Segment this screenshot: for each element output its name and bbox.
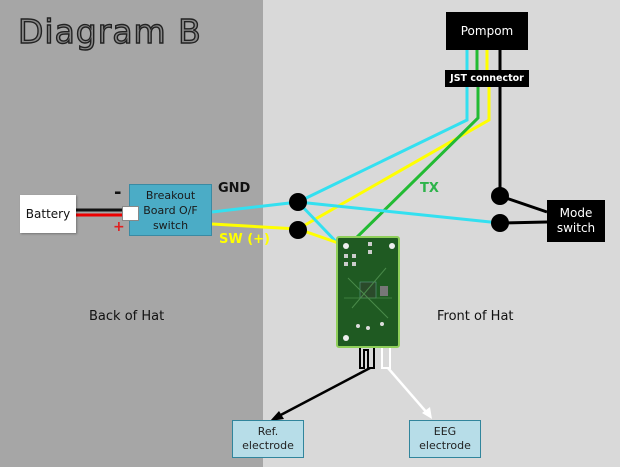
- sw-label: SW (+): [219, 232, 271, 247]
- pompom-label: Pompom: [460, 24, 514, 38]
- mode-switch-box: Mode switch: [547, 200, 605, 242]
- mode-label-line2: switch: [556, 221, 596, 235]
- junction-mode-bottom: [491, 214, 509, 232]
- jst-connector: JST connector: [445, 70, 529, 87]
- tx-label: TX: [420, 181, 439, 196]
- tx-wire: [348, 87, 480, 246]
- back-of-hat-label: Back of Hat: [89, 309, 165, 324]
- ref-arrow-line: [274, 366, 371, 420]
- breakout-label-line3: switch: [152, 218, 189, 232]
- battery-connector: [122, 206, 139, 221]
- plus-label: +: [113, 219, 125, 235]
- front-of-hat-label: Front of Hat: [437, 309, 514, 324]
- battery-label: Battery: [25, 207, 71, 221]
- eeg-label-line2: electrode: [419, 439, 471, 452]
- breakout-label-line1: Breakout: [145, 188, 196, 202]
- eeg-arrow-head: [422, 407, 432, 419]
- eeg-arrow-line: [387, 367, 429, 415]
- diagram-title: Diagram B: [17, 11, 202, 51]
- ref-label-line2: electrode: [242, 439, 294, 452]
- ref-arrow-head: [270, 411, 284, 421]
- eeg-electrode-box: EEG electrode: [409, 420, 481, 458]
- ref-electrode-box: Ref. electrode: [232, 420, 304, 458]
- junction-gnd: [289, 193, 307, 211]
- ref-label-line1: Ref.: [257, 425, 279, 438]
- eeg-label-line1: EEG: [433, 425, 457, 438]
- junction-mode-top: [491, 187, 509, 205]
- pcb-board: [336, 236, 400, 348]
- gnd-wire-main: [211, 87, 469, 214]
- gnd-label: GND: [218, 181, 251, 196]
- minus-label: -: [114, 182, 122, 203]
- breakout-board-switch: Breakout Board O/F switch: [129, 184, 212, 236]
- sw-wire-main: [211, 87, 491, 231]
- mode-label-line1: Mode: [559, 206, 593, 220]
- pompom-box: Pompom: [446, 12, 528, 50]
- battery-box: Battery: [20, 195, 76, 233]
- pcb-traces: [343, 242, 395, 341]
- jst-label: JST connector: [450, 73, 524, 84]
- breakout-label-line2: Board O/F: [143, 203, 198, 217]
- gnd-to-mode-wire: [297, 200, 501, 225]
- eeg-electrode-lead: [381, 345, 391, 369]
- ref-electrode-lead: [359, 345, 375, 369]
- junction-sw: [289, 221, 307, 239]
